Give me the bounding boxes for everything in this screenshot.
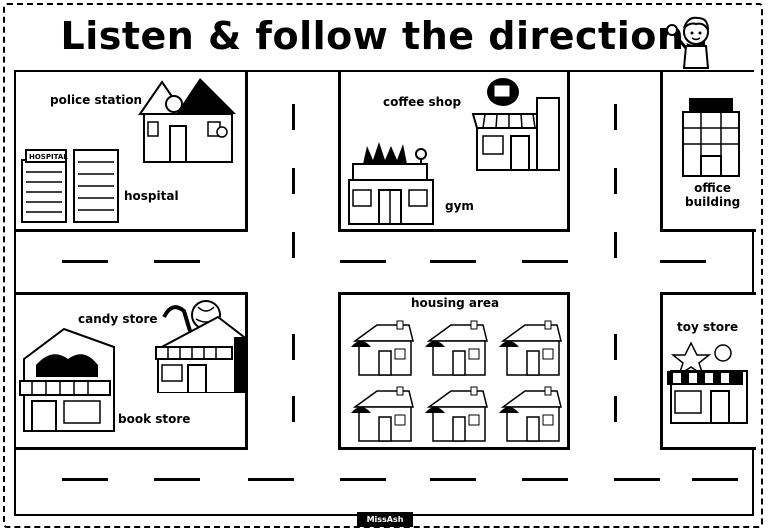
- road-dash: [340, 478, 386, 481]
- label-toy-store: toy store: [677, 320, 739, 334]
- road-dash: [614, 104, 617, 130]
- road-dash: [248, 478, 294, 481]
- gym-illustration: [348, 142, 434, 225]
- coffee-shop-illustration: [471, 78, 560, 171]
- label-book-store: book store: [118, 412, 191, 426]
- road-dash: [614, 334, 617, 360]
- toy-store-illustration: [667, 341, 748, 424]
- town-map: police station HOSPITAL hospital coffee …: [14, 70, 756, 516]
- worksheet-border: [3, 3, 763, 528]
- label-police-station: police station: [50, 93, 143, 107]
- road-dash: [660, 260, 706, 263]
- road-dash: [62, 478, 108, 481]
- label-coffee-shop: coffee shop: [383, 95, 462, 109]
- label-hospital: hospital: [124, 189, 179, 203]
- office-building-illustration: [682, 98, 740, 177]
- road-dash: [430, 478, 476, 481]
- road-dash: [292, 104, 295, 130]
- author-credit: MissAsh: [357, 512, 413, 527]
- page-title: Listen & follow the directions: [60, 14, 708, 58]
- road-dash: [614, 478, 660, 481]
- road-dash: [692, 478, 738, 481]
- road-dash: [292, 334, 295, 360]
- candy-store-illustration: [155, 300, 245, 393]
- road-dash: [292, 396, 295, 422]
- label-office-building: office building: [685, 181, 741, 209]
- road-dash: [614, 168, 617, 194]
- road-dash: [614, 232, 617, 258]
- house-row-icons: [350, 320, 562, 442]
- houses-grid: [349, 317, 563, 445]
- road-dash: [292, 232, 295, 258]
- road-dash: [614, 396, 617, 422]
- road-dash: [62, 260, 108, 263]
- road-dash: [522, 260, 568, 263]
- hospital-sign: HOSPITAL: [29, 153, 68, 161]
- hospital-illustration: HOSPITAL: [21, 149, 119, 223]
- label-housing-area: housing area: [411, 296, 500, 310]
- block-candy-book: candy store book store: [16, 292, 248, 450]
- road-dash: [292, 168, 295, 194]
- road-dash: [154, 478, 200, 481]
- waving-boy-illustration: [666, 16, 710, 69]
- police-station-illustration: [138, 78, 236, 163]
- block-housing-area: housing area: [338, 292, 570, 450]
- road-dash: [154, 260, 200, 263]
- block-toy-store: toy store: [660, 292, 756, 450]
- block-coffee-gym: coffee shop gym: [338, 72, 570, 232]
- label-candy-store: candy store: [78, 312, 158, 326]
- block-police-hospital: police station HOSPITAL hospital: [16, 72, 248, 232]
- road-dash: [340, 260, 386, 263]
- label-gym: gym: [445, 199, 474, 213]
- block-office: office building: [660, 72, 756, 232]
- book-store-illustration: [19, 327, 115, 432]
- road-dash: [430, 260, 476, 263]
- road-dash: [522, 478, 568, 481]
